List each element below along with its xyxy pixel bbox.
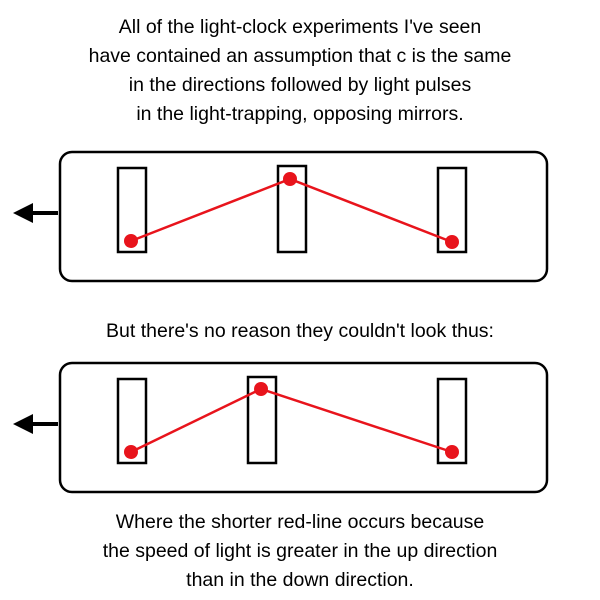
motion-arrow-left-icon <box>13 414 58 434</box>
intro-line-4: in the light-trapping, opposing mirrors. <box>136 103 464 125</box>
middle-line-1: But there's no reason they couldn't look… <box>106 320 494 342</box>
light-pulse-end <box>445 235 459 249</box>
asymmetric-light-clock <box>13 361 549 494</box>
motion-arrow-left-icon <box>13 203 58 223</box>
symmetric-light-clock <box>13 150 549 283</box>
clock-frame <box>58 361 549 494</box>
outro-text: Where the shorter red-line occurs becaus… <box>0 508 600 595</box>
light-pulse-end <box>445 445 459 459</box>
light-pulse-bounce <box>254 382 268 396</box>
light-pulse-start <box>124 445 138 459</box>
intro-text: All of the light-clock experiments I've … <box>0 13 600 129</box>
intro-line-3: in the directions followed by light puls… <box>128 74 472 96</box>
light-pulse-bounce <box>283 172 297 186</box>
intro-line-1: All of the light-clock experiments I've … <box>118 16 482 38</box>
light-pulse-start <box>124 234 138 248</box>
outro-line-3: than in the down direction. <box>186 569 414 591</box>
outro-line-2: the speed of light is greater in the up … <box>102 540 498 562</box>
intro-line-2: have contained an assumption that c is t… <box>88 45 512 67</box>
middle-text: But there's no reason they couldn't look… <box>0 317 600 346</box>
outro-line-1: Where the shorter red-line occurs becaus… <box>115 511 485 533</box>
